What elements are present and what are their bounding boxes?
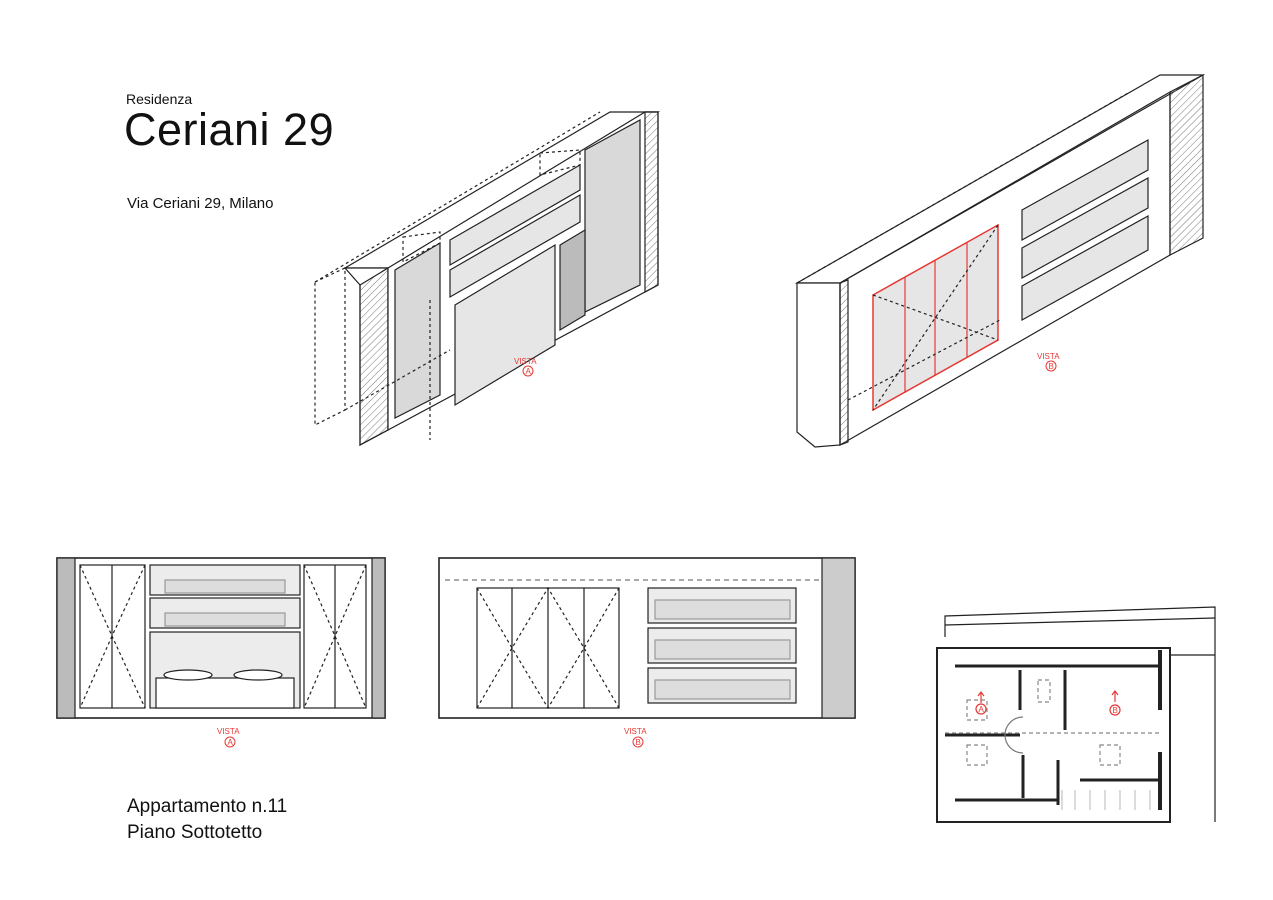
elevation-b-label: VISTA bbox=[624, 727, 647, 736]
elevation-view-b bbox=[438, 557, 856, 719]
apartment-label: Appartamento n.11 bbox=[127, 796, 288, 817]
isometric-view-a bbox=[314, 111, 661, 447]
elevation-a-letter: A bbox=[228, 738, 234, 747]
vista-b-label: VISTA bbox=[1037, 352, 1060, 361]
vista-a-label: VISTA bbox=[514, 357, 537, 366]
project-title: Ceriani 29 bbox=[124, 104, 335, 155]
elevation-a-label: VISTA bbox=[217, 727, 240, 736]
elevation-b-letter: B bbox=[636, 738, 641, 747]
elevation-a-marker bbox=[224, 736, 236, 748]
floor-label: Piano Sottotetto bbox=[127, 822, 263, 843]
project-pretitle: Residenza bbox=[126, 91, 193, 107]
vista-a-letter: A bbox=[526, 367, 532, 376]
project-address: Via Ceriani 29, Milano bbox=[127, 195, 274, 212]
plan-marker-a: A bbox=[979, 705, 985, 714]
elevation-b-marker bbox=[632, 736, 644, 748]
vista-a-marker bbox=[522, 365, 534, 377]
vista-b-letter: B bbox=[1049, 362, 1054, 371]
plan-marker-b: B bbox=[1113, 706, 1118, 715]
vista-b-marker bbox=[1045, 360, 1057, 372]
floor-plan bbox=[936, 606, 1216, 823]
elevation-view-a bbox=[56, 557, 386, 719]
isometric-view-b bbox=[794, 74, 1206, 448]
